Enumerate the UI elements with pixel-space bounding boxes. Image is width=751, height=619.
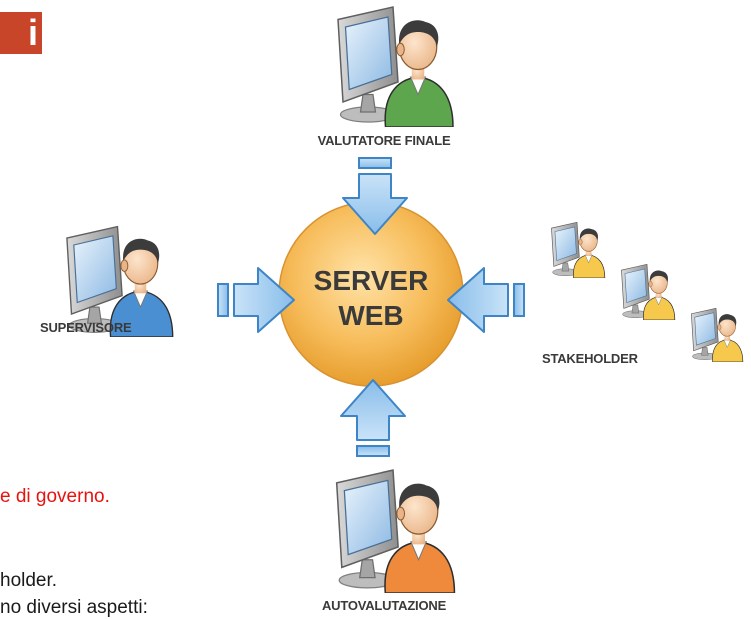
slide-text-line2: holder. [0, 570, 58, 591]
section-tag: i [0, 12, 42, 54]
arrow-from-top [342, 157, 408, 235]
role-label-autovalutazione: AUTOVALUTAZIONE [321, 598, 447, 613]
server-label-line2: WEB [338, 300, 404, 331]
stakeholder-user-icon [551, 221, 606, 278]
slide-text-red: e di governo. [0, 486, 110, 507]
role-label-stakeholder: STAKEHOLDER [542, 351, 638, 366]
arrow-from-left [216, 266, 296, 334]
server-web-node: SERVER WEB [276, 199, 466, 389]
arrow-from-bottom [339, 378, 407, 458]
stakeholder-user-icon [690, 307, 744, 362]
user-autovalutazione-icon [335, 469, 456, 593]
arrow-from-right [446, 266, 526, 334]
server-label-line1: SERVER [313, 265, 429, 296]
slide-text-line3: no diversi aspetti: [0, 597, 148, 618]
user-valutatore-icon [337, 6, 454, 127]
role-label-supervisore: SUPERVISORE [40, 320, 132, 335]
role-label-valutatore: VALUTATORE FINALE [317, 133, 451, 148]
stakeholder-user-icon [621, 263, 676, 320]
